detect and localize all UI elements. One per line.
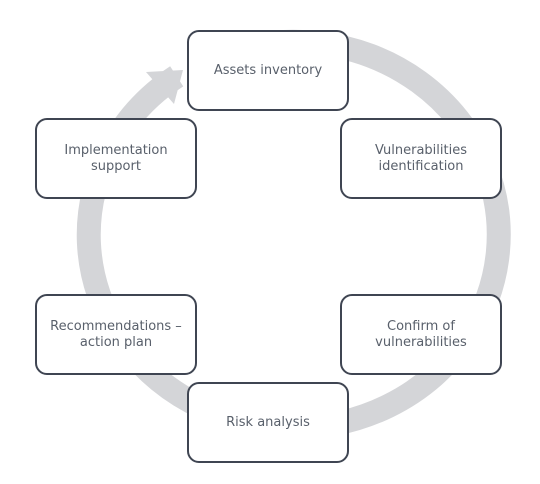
step-assets-inventory: Assets inventory — [187, 30, 349, 111]
step-confirm-vulnerabilities: Confirm of vulnerabilities — [340, 294, 502, 375]
step-label: Vulnerabilities identification — [375, 142, 467, 174]
cycle-arrowhead — [146, 70, 183, 104]
step-risk-analysis: Risk analysis — [187, 382, 349, 463]
step-label: Confirm of vulnerabilities — [375, 318, 467, 350]
step-label: Assets inventory — [213, 62, 323, 78]
step-label: Risk analysis — [226, 414, 310, 430]
step-label: Recommendations – action plan — [50, 318, 182, 350]
step-vulnerabilities-identification: Vulnerabilities identification — [340, 118, 502, 199]
step-label: Implementation support — [64, 142, 168, 174]
step-recommendations-action-plan: Recommendations – action plan — [35, 294, 197, 375]
step-implementation-support: Implementation support — [35, 118, 197, 199]
cycle-ring-arc — [76, 29, 511, 440]
